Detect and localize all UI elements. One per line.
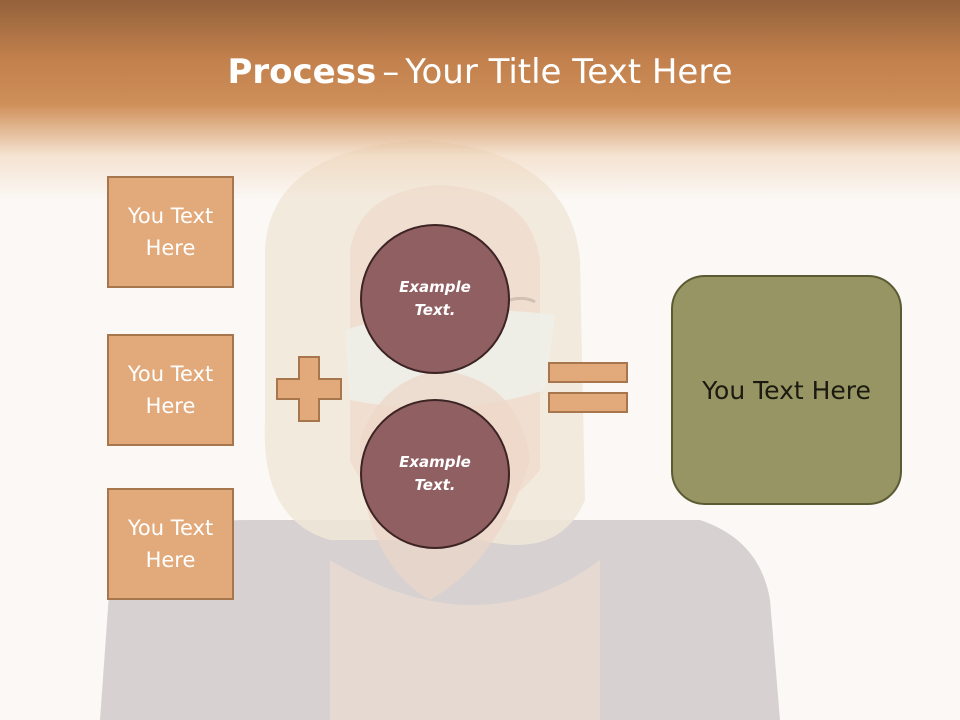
circle-1: Example Text. [360, 224, 510, 374]
text-box-2: You Text Here [107, 334, 234, 446]
title-separator: – [382, 52, 400, 92]
plus-icon [276, 356, 342, 422]
text-box-1: You Text Here [107, 176, 234, 288]
title-band [0, 0, 960, 200]
result-box: You Text Here [671, 275, 902, 505]
circle-2: Example Text. [360, 399, 510, 549]
equals-icon [548, 362, 628, 413]
slide-title: Process–Your Title Text Here [0, 52, 960, 92]
text-box-3: You Text Here [107, 488, 234, 600]
title-text: Your Title Text Here [405, 52, 733, 92]
title-bold: Process [227, 52, 377, 92]
